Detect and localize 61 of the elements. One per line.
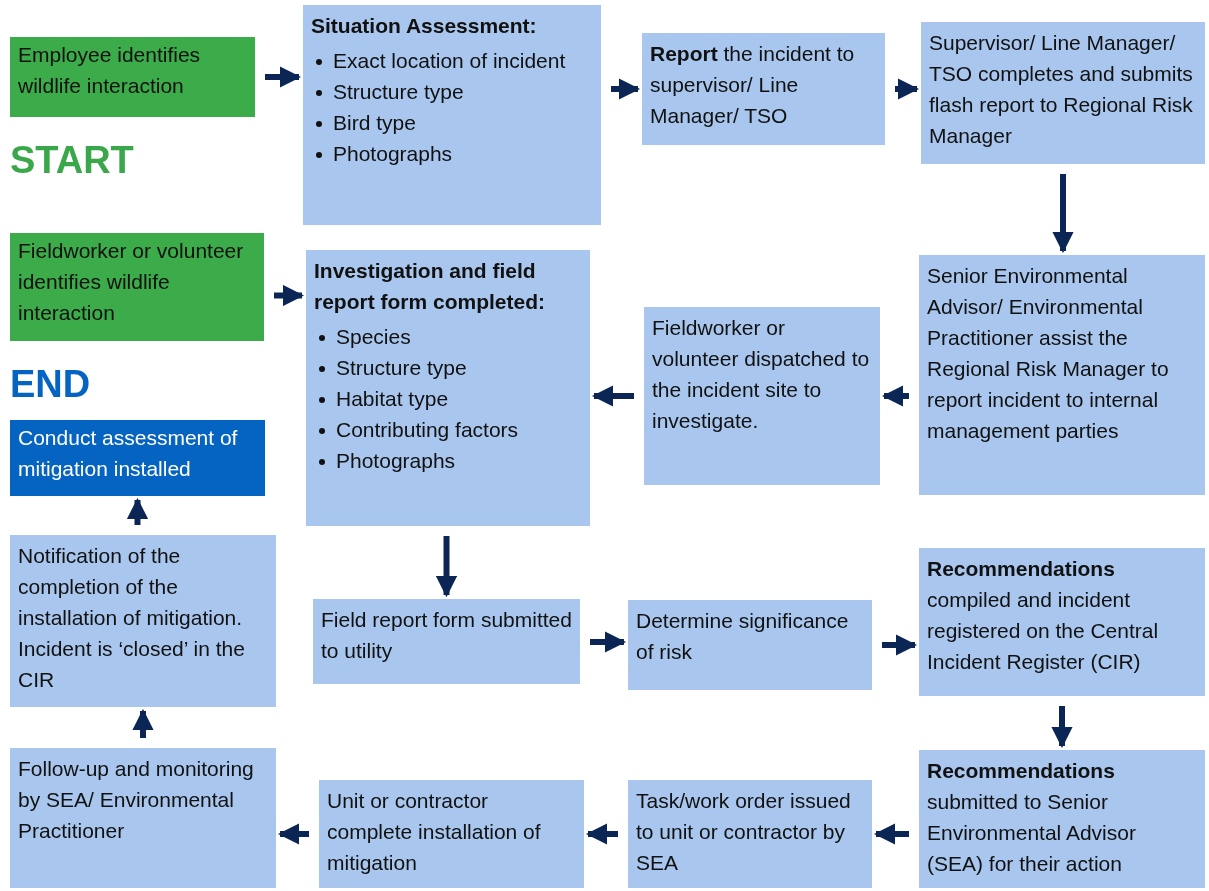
arrow — [274, 284, 305, 307]
box-heading: Situation Assessment: — [311, 13, 538, 39]
process-box — [919, 548, 1205, 696]
process-box — [319, 780, 584, 888]
box-text: Fieldworker or volunteer identifies wildlife interaction — [18, 238, 245, 326]
process-box — [628, 780, 872, 888]
process-box — [10, 748, 276, 888]
process-box — [306, 250, 590, 526]
box-text: Senior Environmental Advisor/ Environmental Practitioner assist the Regional Risk Manager to report incident to internal management parties — [927, 263, 1170, 444]
box-heading: Investigation and field report form completed: — [314, 258, 547, 315]
bullet-item: Species — [314, 321, 582, 352]
box-text: Supervisor/ Line Manager/ TSO completes and submits flash report to Regional Risk Manager — [929, 30, 1194, 149]
box-text: Conduct assessment of mitigation installed — [18, 425, 239, 482]
bullet-item: Exact location of incident — [311, 45, 593, 76]
bullet-item: Photographs — [311, 138, 593, 169]
start-label: START — [10, 140, 134, 180]
bullet-item: Bird type — [311, 107, 593, 138]
box-text: Unit or contractor complete installation of mitigation — [327, 788, 542, 876]
box-text: Field report form submitted to utility — [321, 607, 572, 664]
bullet-item: Habitat type — [314, 383, 582, 414]
box-text: Fieldworker or volunteer dispatched to the incident site to investigate. — [652, 315, 871, 434]
arrow — [277, 823, 309, 845]
arrow — [591, 385, 634, 407]
arrow — [265, 66, 302, 88]
box-text: Determine significance of risk — [636, 608, 850, 665]
process-box — [313, 599, 580, 684]
bullet-item: Contributing factors — [314, 414, 582, 445]
box-text: Recommendations submitted to Senior Environmental Advisor (SEA) for their action — [927, 758, 1137, 877]
start-box — [10, 233, 264, 341]
process-box — [919, 750, 1205, 888]
box-text: Task/work order issued to unit or contractor by SEA — [636, 788, 852, 876]
arrow — [882, 634, 918, 656]
bullet-item: Structure type — [311, 76, 593, 107]
end-label: END — [10, 364, 91, 404]
arrow — [1052, 174, 1074, 254]
process-box — [303, 5, 601, 225]
box-text: Notification of the completion of the installation of mitigation. Incident is ‘closed’ in the CIR — [18, 543, 246, 693]
process-box — [628, 600, 872, 690]
box-text: Follow-up and monitoring by SEA/ Environmental Practitioner — [18, 756, 255, 844]
arrow — [590, 631, 627, 653]
arrow — [1051, 706, 1073, 749]
arrow — [585, 823, 618, 845]
end-box — [10, 420, 265, 496]
arrow — [132, 708, 154, 738]
arrow — [435, 536, 458, 598]
arrow — [881, 385, 909, 407]
box-text: Report the incident to supervisor/ Line Manager/ TSO — [650, 41, 856, 129]
start-box — [10, 37, 255, 117]
bullet-item: Structure type — [314, 352, 582, 383]
arrow — [126, 497, 149, 525]
process-box — [919, 255, 1205, 495]
bullet-item: Photographs — [314, 445, 582, 476]
process-box — [10, 535, 276, 707]
process-box — [644, 307, 880, 485]
box-text: Employee identifies wildlife interaction — [18, 42, 202, 99]
arrow — [873, 823, 909, 845]
arrow — [895, 78, 920, 100]
process-box — [921, 22, 1205, 164]
process-box — [642, 33, 885, 145]
box-text: Recommendations compiled and incident registered on the Central Incident Register (CIR) — [927, 556, 1160, 675]
arrow — [611, 78, 641, 100]
